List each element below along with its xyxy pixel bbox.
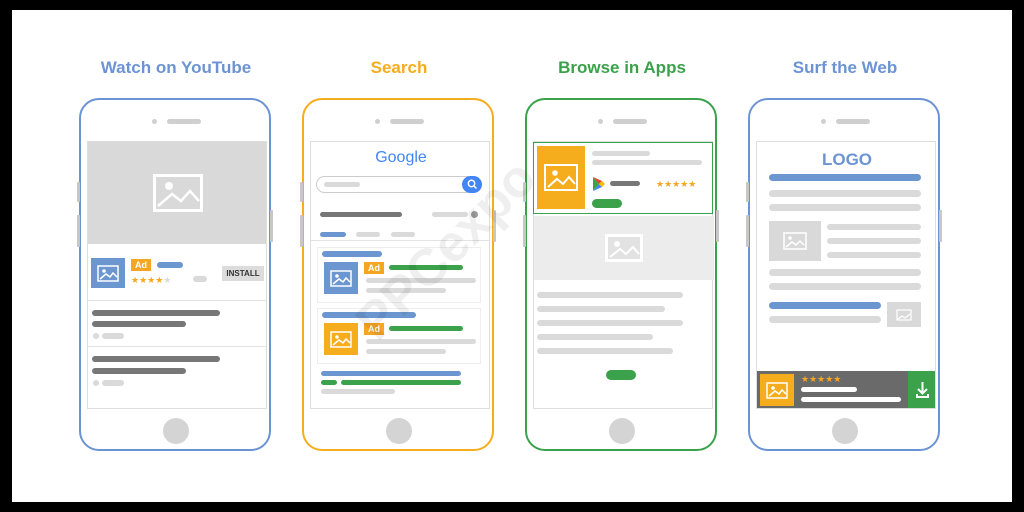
- image-placeholder-icon: [330, 330, 352, 348]
- home-button[interactable]: [163, 418, 189, 444]
- video-player[interactable]: [88, 142, 266, 244]
- panel-title-web: Surf the Web: [792, 58, 898, 77]
- rating-stars: ★★★★★: [801, 374, 842, 384]
- search-button[interactable]: [462, 176, 482, 193]
- tab-2[interactable]: [356, 232, 380, 237]
- web-screen: LOGO ★★★★★: [756, 141, 936, 409]
- image-placeholder-icon: [783, 232, 807, 250]
- ad-app-thumbnail[interactable]: [91, 258, 125, 288]
- image-placeholder-icon: [766, 381, 788, 399]
- panel-title-youtube: Watch on YouTube: [100, 58, 252, 77]
- panel-title-search: Search: [370, 58, 428, 77]
- home-button[interactable]: [609, 418, 635, 444]
- app-content-image: [534, 216, 714, 280]
- download-button[interactable]: [908, 371, 935, 408]
- google-logo: Google: [375, 149, 427, 166]
- tab-all[interactable]: [320, 232, 346, 237]
- image-placeholder-icon: [153, 174, 203, 212]
- search-ad-card-1[interactable]: Ad: [317, 247, 481, 303]
- apps-screen: ★★★★★: [533, 141, 714, 409]
- home-button[interactable]: [832, 418, 858, 444]
- site-logo: LOGO: [821, 150, 873, 169]
- app-action-button[interactable]: [606, 370, 636, 380]
- install-cta[interactable]: [592, 199, 622, 208]
- youtube-screen: Ad ★★★★★ INSTALL: [87, 141, 267, 409]
- app-ad-banner[interactable]: ★★★★★: [533, 142, 713, 214]
- rating-stars: ★★★★★: [131, 275, 172, 285]
- rating-stars: ★★★★★: [656, 179, 697, 189]
- image-placeholder-icon: [97, 264, 119, 282]
- install-button[interactable]: INSTALL: [222, 266, 264, 281]
- search-input[interactable]: [316, 176, 468, 193]
- tab-3[interactable]: [391, 232, 415, 237]
- search-screen: Google Ad: [310, 141, 490, 409]
- image-placeholder-icon: [605, 234, 643, 262]
- download-icon: [916, 382, 929, 398]
- diagram-canvas: Watch on YouTube Search Browse in Apps S…: [12, 10, 1012, 502]
- ad-badge: Ad: [364, 323, 384, 335]
- search-icon: [467, 179, 478, 190]
- phone-apps: ★★★★★: [523, 98, 719, 451]
- search-ad-card-2[interactable]: Ad: [317, 308, 481, 364]
- image-placeholder-icon: [896, 308, 912, 321]
- panel-title-apps: Browse in Apps: [558, 58, 686, 77]
- image-placeholder-icon: [330, 269, 352, 287]
- ad-badge: Ad: [364, 262, 384, 274]
- phone-search: Google Ad: [300, 98, 496, 451]
- phone-web: LOGO ★★★★★: [746, 98, 942, 451]
- home-button[interactable]: [386, 418, 412, 444]
- info-icon: [471, 211, 478, 218]
- web-banner-ad[interactable]: ★★★★★: [757, 371, 935, 408]
- image-placeholder-icon: [544, 164, 578, 191]
- ad-badge: Ad: [131, 259, 151, 271]
- play-store-icon: [593, 177, 605, 191]
- phone-youtube: Ad ★★★★★ INSTALL: [77, 98, 273, 451]
